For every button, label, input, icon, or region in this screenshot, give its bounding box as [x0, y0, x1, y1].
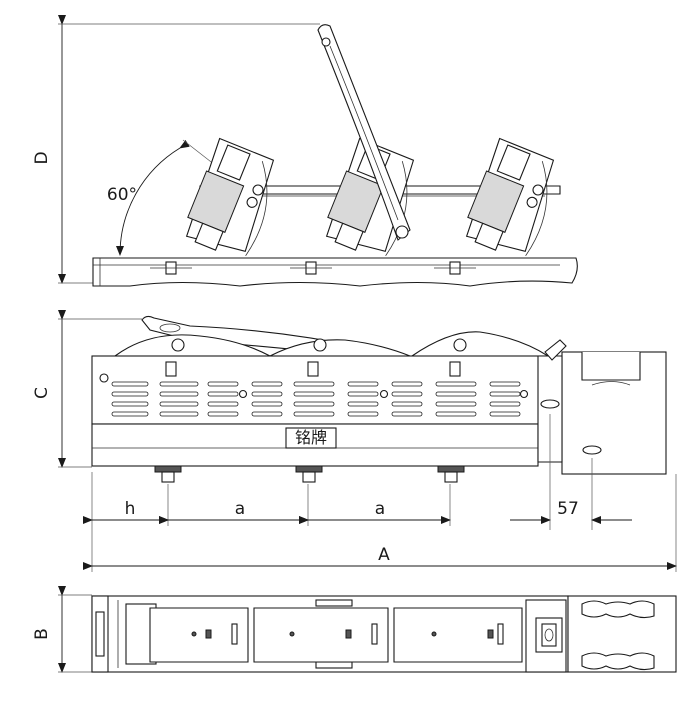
vent-slot [293, 381, 335, 387]
vent-slot [391, 381, 423, 387]
vent-slot [207, 411, 239, 417]
vent-slot [489, 391, 521, 397]
vent-slot [347, 381, 379, 387]
vent-slot [293, 411, 335, 417]
vent-slot [489, 411, 521, 417]
vent-slot [251, 381, 283, 387]
fuse-carrier-3 [465, 137, 555, 257]
vent-slots [111, 381, 521, 417]
vent-slot [111, 411, 149, 417]
vent-slot [111, 401, 149, 407]
nameplate-label: 铭牌 [295, 428, 327, 447]
vent-slot [435, 401, 477, 407]
vent-slot [159, 391, 199, 397]
vent-slot [347, 411, 379, 417]
plan-carrier-3 [393, 607, 523, 663]
plan-carrier-2 [253, 607, 389, 663]
bolt [582, 445, 602, 455]
label-angle: 60° [107, 185, 137, 205]
vent-slot [207, 391, 239, 397]
vent-slot [391, 401, 423, 407]
label-57: 57 [557, 499, 579, 519]
vent-slot [293, 401, 335, 407]
bolt [540, 399, 560, 409]
dimension-labels: D 60° C h a a 57 A B [32, 151, 579, 639]
label-d: D [32, 151, 52, 164]
vent-slot [111, 391, 149, 397]
vent-slot [207, 381, 239, 387]
vent-slot [251, 401, 283, 407]
vent-slot [489, 401, 521, 407]
vent-slot [391, 411, 423, 417]
nameplate-box [285, 427, 337, 449]
angle-ref-line [182, 139, 216, 166]
vent-slot [159, 401, 199, 407]
label-a-overall: A [378, 545, 390, 565]
vent-slot [391, 391, 423, 397]
vent-slot [207, 401, 239, 407]
vent-slot [347, 401, 379, 407]
plan-carrier-1 [149, 607, 249, 663]
vent-slot [435, 381, 477, 387]
vent-slot [251, 391, 283, 397]
label-h: h [125, 499, 136, 519]
vent-slot [435, 391, 477, 397]
side-elevation-view: 铭牌 [58, 310, 667, 483]
angle-arc [115, 139, 190, 256]
rail-clips [150, 261, 476, 275]
plan-view [58, 586, 677, 673]
vent-slot [347, 391, 379, 397]
label-a-2: a [375, 499, 385, 519]
fuse-carrier-1 [185, 137, 275, 257]
open-position-view [58, 15, 578, 287]
label-b: B [32, 628, 52, 640]
vent-slot [159, 411, 199, 417]
vent-slot [435, 411, 477, 417]
vent-slot [251, 411, 283, 417]
horizontal-dimensions [83, 414, 677, 572]
label-c: C [32, 387, 52, 399]
label-a-1: a [235, 499, 245, 519]
vent-slot [293, 391, 335, 397]
vent-slot [111, 381, 149, 387]
vent-slot [489, 381, 521, 387]
terminal-studs [154, 465, 465, 483]
vent-slot [159, 381, 199, 387]
screw [99, 373, 109, 383]
